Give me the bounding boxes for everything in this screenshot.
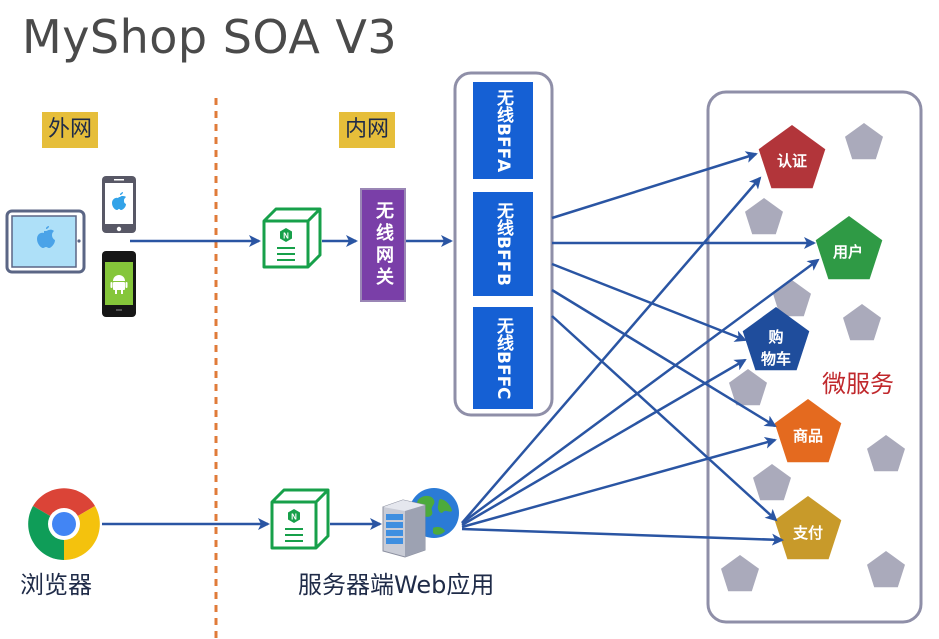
service-pentagon-user[interactable] — [815, 216, 883, 280]
placeholder-service-pentagon — [867, 435, 905, 472]
arrow-bff-to-auth — [551, 151, 758, 220]
placeholder-service-pentagon — [843, 304, 881, 341]
placeholder-service-pentagon — [845, 123, 883, 160]
wireless-gateway[interactable]: 无线网关 — [360, 188, 406, 302]
internal-network-label: 内网 — [339, 112, 396, 148]
server-icon — [382, 499, 426, 558]
arrow-bff-to-cart — [551, 262, 747, 342]
chrome-browser-icon — [28, 488, 100, 560]
bff-b-name: 无线BFF — [493, 202, 513, 273]
bff-b-suffix: B — [493, 272, 513, 286]
service-pentagon-product[interactable] — [774, 399, 842, 463]
placeholder-service-pentagon — [867, 551, 905, 588]
arrow-webapp-to-user — [461, 258, 820, 525]
placeholder-services — [721, 123, 905, 592]
svg-text:N: N — [283, 232, 289, 241]
browser-label: 浏览器 — [20, 571, 92, 599]
nginx-web-icon: N — [270, 488, 330, 550]
page-title: MyShop SOA V3 — [22, 10, 398, 64]
web-app-label: 服务器端Web应用 — [298, 571, 495, 599]
service-auth-label[interactable]: 认证 — [776, 152, 807, 170]
placeholder-service-pentagon — [753, 464, 791, 501]
service-pentagon-payment[interactable] — [774, 496, 842, 560]
ipad-icon — [5, 209, 86, 274]
bff-a-suffix: A — [493, 159, 513, 173]
svg-text:N: N — [291, 513, 297, 522]
service-cart-label[interactable]: 购 物车 — [746, 326, 806, 370]
service-pentagons — [742, 125, 883, 560]
placeholder-service-pentagon — [729, 369, 767, 406]
service-product-label[interactable]: 商品 — [792, 427, 823, 445]
cart-line-1: 购 — [768, 328, 784, 346]
nginx-mobile-icon: N — [262, 207, 322, 269]
arrow-bff-to-product — [551, 288, 777, 428]
arrow-bff-to-payment — [551, 315, 778, 522]
arrow-webapp-to-payment — [461, 527, 784, 546]
iphone-icon — [102, 176, 136, 233]
service-pentagon-auth[interactable] — [758, 125, 826, 189]
connection-arrows — [102, 151, 820, 546]
bff-c-name: 无线BFF — [493, 316, 513, 387]
external-network-label: 外网 — [42, 112, 99, 148]
bff-b[interactable]: 无线BFF B — [473, 192, 533, 296]
service-payment-label[interactable]: 支付 — [792, 524, 823, 542]
bff-a-name: 无线BFF — [493, 88, 513, 159]
placeholder-service-pentagon — [745, 198, 783, 235]
android-phone-icon — [102, 251, 136, 317]
cart-line-2: 物车 — [760, 350, 791, 368]
microservices-label: 微服务 — [822, 370, 894, 398]
wireless-gateway-label: 无线网关 — [373, 201, 394, 289]
microservice-group-border — [706, 90, 923, 624]
placeholder-service-pentagon — [773, 280, 811, 317]
bff-c[interactable]: 无线BFF C — [473, 307, 533, 409]
service-pentagon-cart[interactable] — [742, 307, 810, 371]
bff-a[interactable]: 无线BFF A — [473, 82, 533, 179]
service-user-label[interactable]: 用户 — [832, 243, 863, 261]
arrow-webapp-to-product — [461, 436, 777, 529]
arrow-webapp-to-cart — [461, 358, 747, 527]
bff-c-suffix: C — [493, 386, 513, 400]
placeholder-service-pentagon — [721, 555, 759, 592]
arrow-webapp-to-auth — [461, 176, 762, 524]
